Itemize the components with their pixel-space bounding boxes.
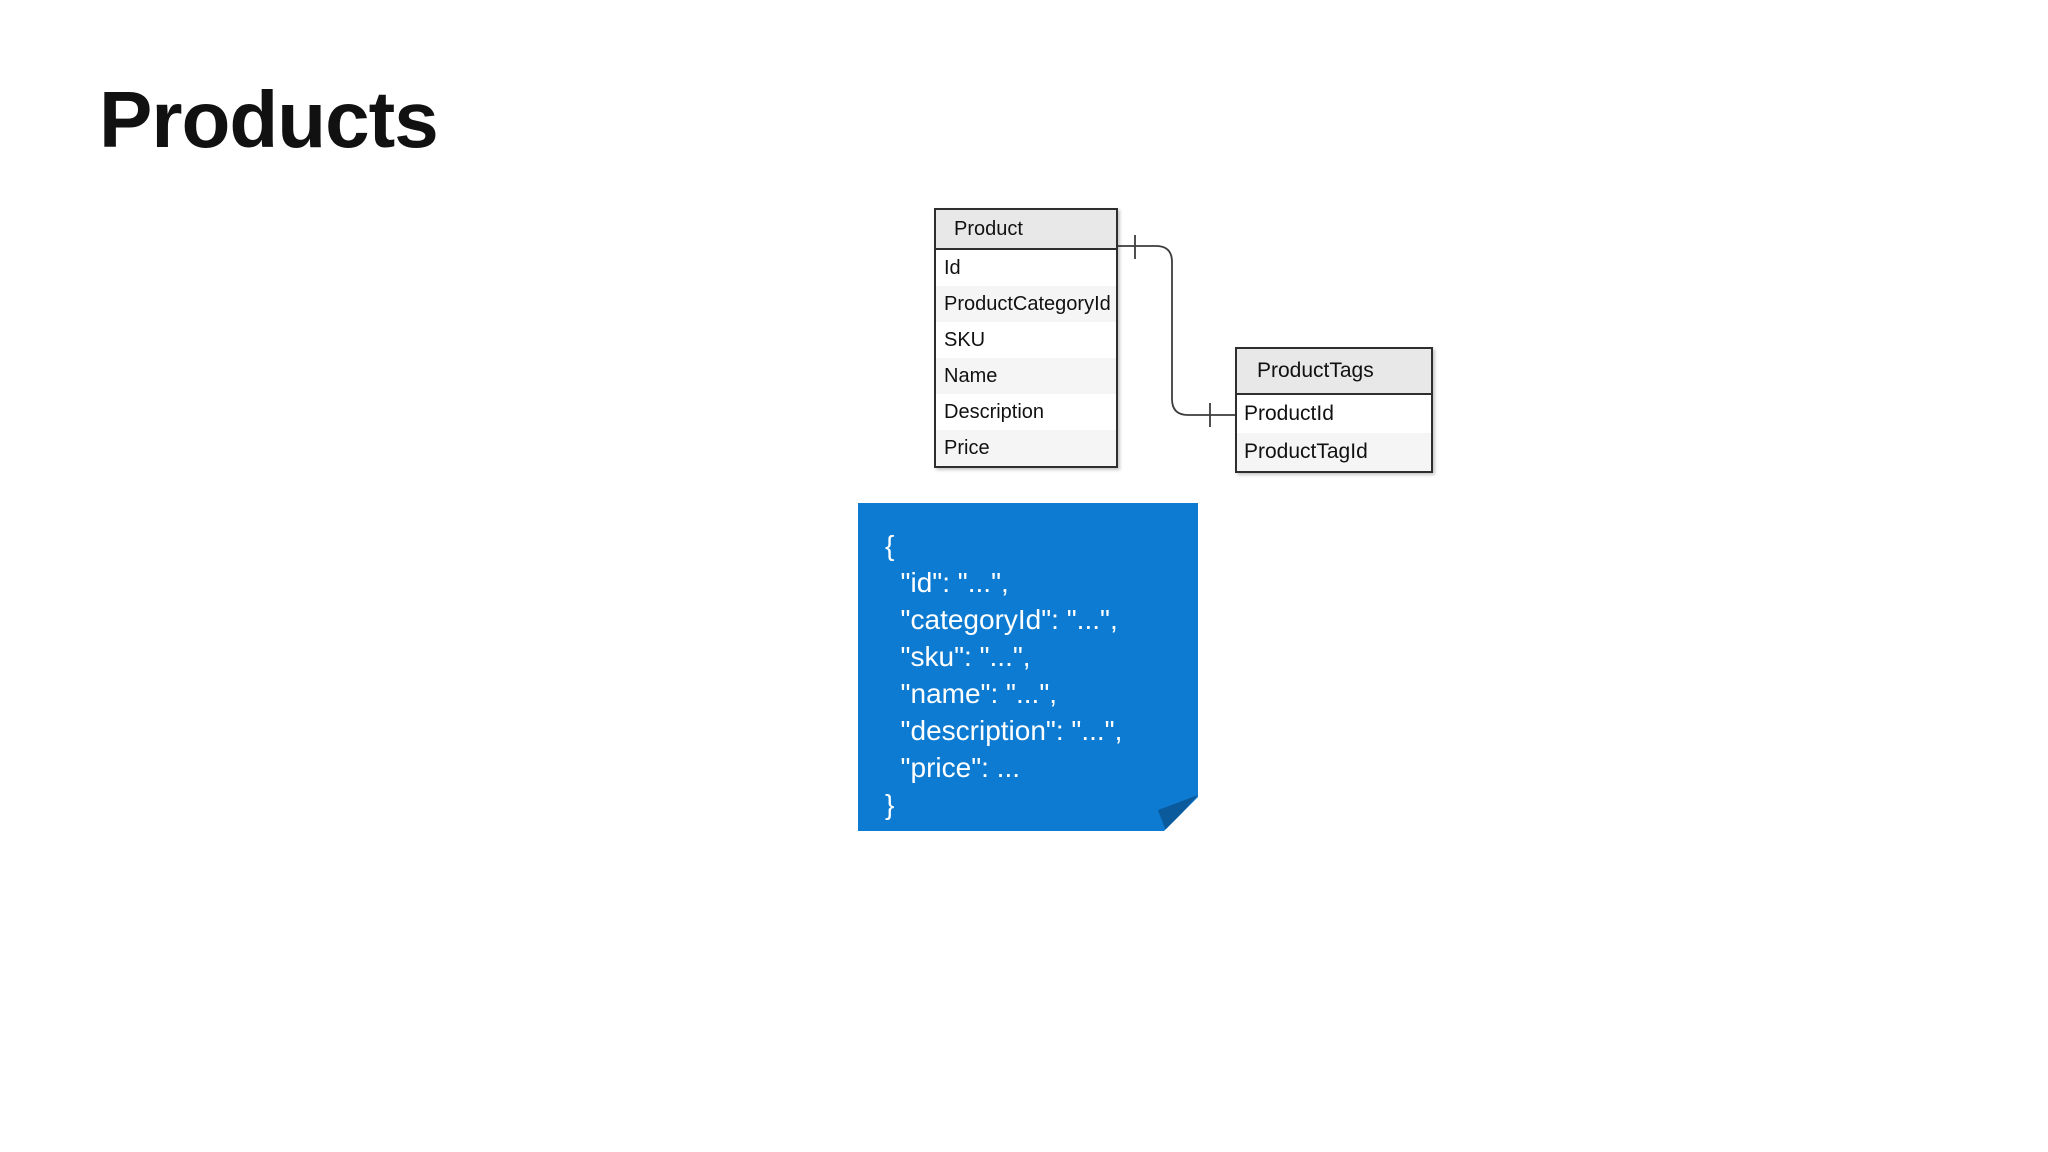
table-row: SKU (936, 322, 1116, 358)
entity-table-product-header: Product (936, 210, 1116, 250)
table-row: Price (936, 430, 1116, 466)
entity-title: Product (954, 217, 1023, 240)
entity-table-producttags: ProductTags ProductId ProductTagId (1235, 347, 1433, 473)
table-row: ProductTagId (1237, 433, 1431, 471)
table-row: Description (936, 394, 1116, 430)
page-title: Products (99, 75, 439, 164)
table-row: ProductCategoryId (936, 286, 1116, 322)
entity-table-producttags-header: ProductTags (1237, 349, 1431, 395)
entity-title: ProductTags (1257, 359, 1374, 382)
connector-path (1118, 245, 1235, 416)
json-sample-note: { "id": "...", "categoryId": "...", "sku… (858, 503, 1198, 831)
json-sample-text: { "id": "...", "categoryId": "...", "sku… (885, 530, 1123, 820)
entity-table-product: Product Id ProductCategoryId SKU Name De… (934, 208, 1118, 468)
table-row: Id (936, 250, 1116, 286)
table-row: Name (936, 358, 1116, 394)
table-row: ProductId (1237, 395, 1431, 433)
